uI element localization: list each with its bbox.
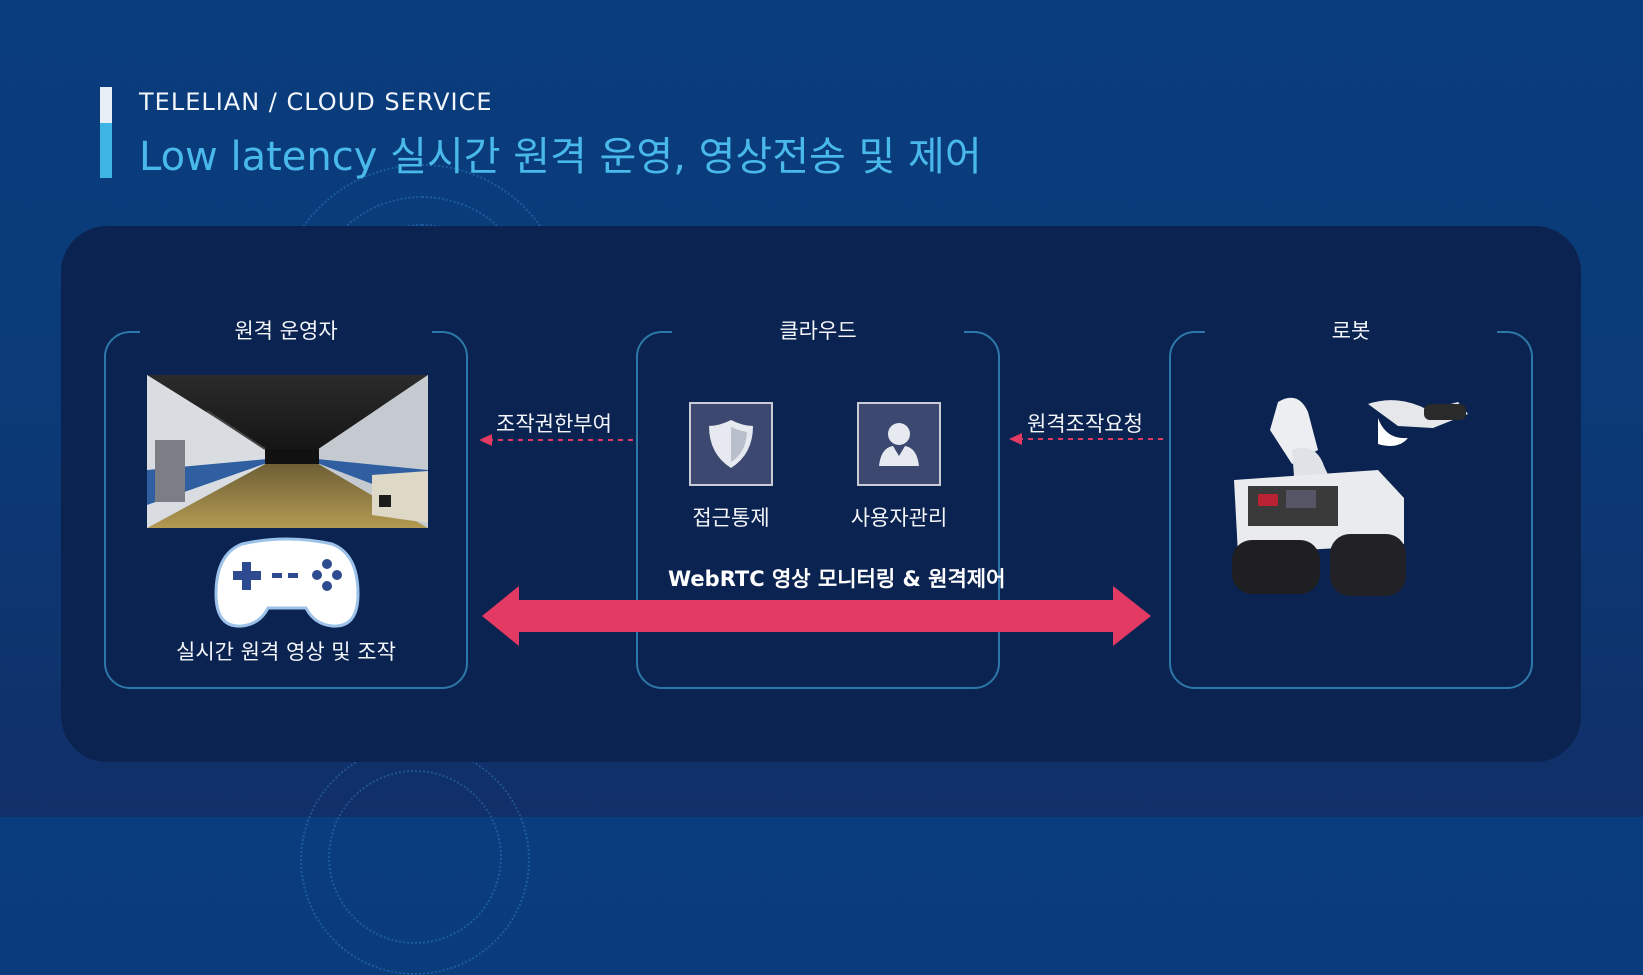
flow-arrows bbox=[0, 0, 1643, 817]
grant-control-arrow bbox=[479, 434, 633, 446]
remote-request-arrow bbox=[1009, 433, 1163, 445]
webrtc-double-arrow bbox=[482, 586, 1151, 646]
